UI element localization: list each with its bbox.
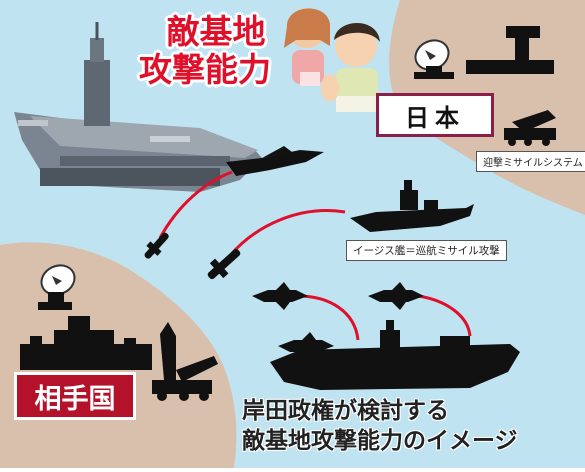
headline-line1: 敵基地 [166,12,266,51]
caption-line2: 敵基地攻撃能力のイメージ [242,428,518,454]
headline-line2: 攻撃能力 [139,50,271,89]
fighter-jet-icon [226,146,324,176]
enemy-radar-dish-icon [38,264,76,310]
enemy-country-label: 相手国 [14,372,136,420]
caption-line1: 岸田政権が検討する [242,398,449,424]
fighter-jet-icon-a [252,282,308,310]
trajectory-jet-b [417,294,472,337]
trajectory-fighter-to-missile [158,170,233,239]
couple-illustration [284,8,380,112]
amphibious-ship-icon [270,320,520,390]
missile-icon-2 [207,248,241,280]
fighter-jet-icon-b [368,282,424,310]
control-tower-icon [466,26,554,74]
missile-icon-1 [144,232,169,259]
aircraft-carrier-photo [14,22,262,192]
trajectory-destroyer-to-missile [226,209,346,259]
radar-dish-icon [414,39,454,79]
interceptor-system-label: 迎撃ミサイルシステム [476,151,585,172]
ballistic-missile-launcher-icon [152,322,218,401]
interceptor-launcher-icon [504,110,556,146]
japan-label: 日本 [376,93,494,137]
trajectory-jet-a [297,294,360,341]
destroyer-icon [350,180,474,232]
airbase-icon [20,316,152,370]
aegis-cruise-label: イージス艦＝巡航ミサイル攻撃 [346,240,507,261]
